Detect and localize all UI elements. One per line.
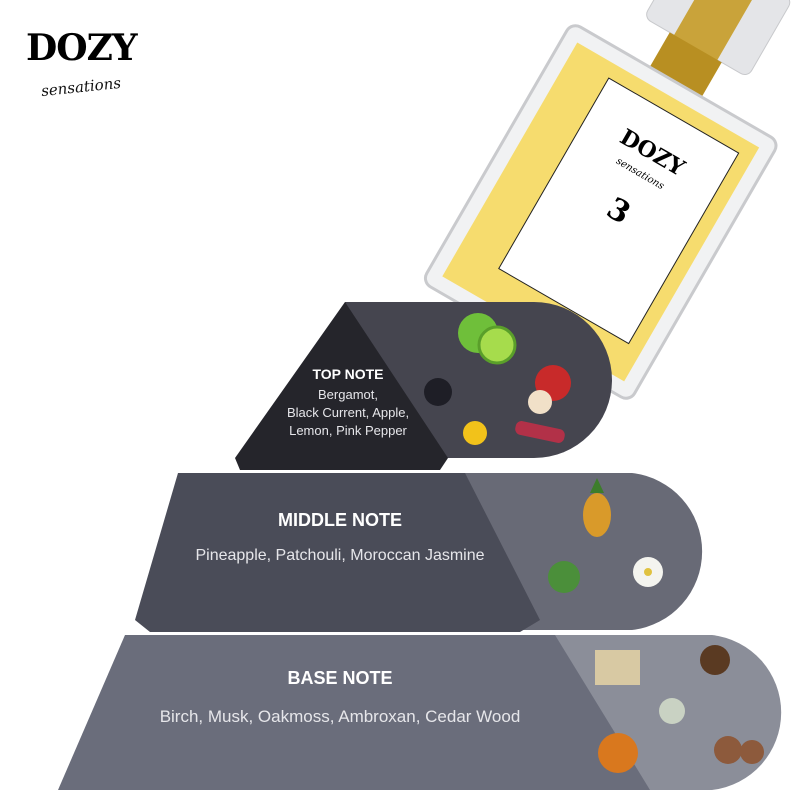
top-note-title: TOP NOTE	[312, 366, 384, 382]
brand-name: DOZY	[26, 27, 138, 69]
top-note-label: TOP NOTE Bergamot, Black Current, Apple,…	[258, 366, 438, 440]
top-note-ingredient-images	[424, 313, 571, 445]
middle-note-title: MIDDLE NOTE	[278, 510, 402, 530]
middle-note-ingredients: Pineapple, Patchouli, Moroccan Jasmine	[195, 547, 485, 564]
base-note-label: BASE NOTE Birch, Musk, Oakmoss, Ambroxan…	[110, 668, 570, 727]
middle-note-label: MIDDLE NOTE Pineapple, Patchouli, Morocc…	[150, 510, 530, 565]
base-note-title: BASE NOTE	[287, 668, 393, 688]
top-note-tier	[235, 302, 448, 470]
middle-note-ingredient-images	[548, 478, 663, 593]
top-note-line: Black Current, Apple,	[286, 405, 410, 420]
base-note-tier	[58, 635, 650, 790]
base-note-ingredient-images	[595, 645, 764, 773]
base-note-ingredients: Birch, Musk, Oakmoss, Ambroxan, Cedar Wo…	[159, 707, 521, 726]
perfume-bottle: DOZY sensations 3	[423, 0, 791, 400]
top-note-line: Lemon, Pink Pepper	[289, 423, 407, 438]
top-note-line: Bergamot,	[318, 387, 378, 402]
top-note-ingredients: Bergamot, Black Current, Apple, Lemon, P…	[258, 386, 438, 440]
middle-note-tier	[135, 473, 540, 632]
brand-logo: DOZY sensations	[26, 27, 138, 100]
